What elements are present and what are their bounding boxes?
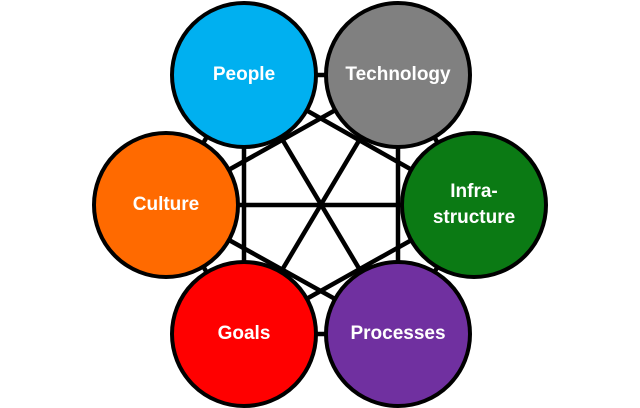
node-infrastructure: Infra-structure	[400, 131, 548, 279]
goals-label: Goals	[218, 323, 271, 344]
goals-circle	[170, 260, 318, 408]
people-circle	[170, 1, 318, 149]
node-technology: Technology	[324, 1, 472, 149]
node-processes: Processes	[324, 260, 472, 408]
infrastructure-label: structure	[433, 207, 515, 228]
processes-circle	[324, 260, 472, 408]
culture-label: Culture	[133, 194, 200, 215]
people-label: People	[213, 64, 275, 85]
node-people: People	[170, 1, 318, 149]
infrastructure-label: Infra-	[450, 181, 498, 202]
processes-label: Processes	[350, 323, 445, 344]
technology-label: Technology	[345, 64, 451, 85]
node-culture: Culture	[92, 131, 240, 279]
node-goals: Goals	[170, 260, 318, 408]
infrastructure-circle	[400, 131, 548, 279]
technology-circle	[324, 1, 472, 149]
culture-circle	[92, 131, 240, 279]
node-circles: People TechnologyInfra-structureProcesses…	[92, 1, 548, 408]
